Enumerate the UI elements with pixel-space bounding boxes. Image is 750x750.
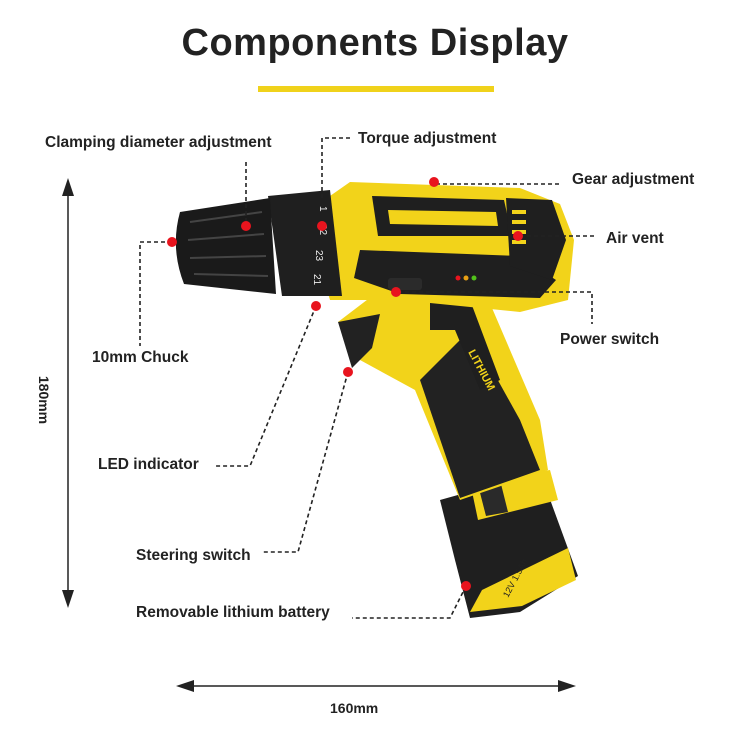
torque-marker bbox=[317, 221, 327, 231]
svg-text:1: 1 bbox=[317, 206, 328, 212]
width-dimension-label: 160mm bbox=[330, 700, 379, 716]
battery-label: Removable lithium battery bbox=[136, 604, 330, 621]
steering-marker bbox=[343, 367, 353, 377]
clamping-marker bbox=[241, 221, 251, 231]
led-label: LED indicator bbox=[98, 456, 199, 473]
marker-dots bbox=[167, 177, 523, 591]
power-marker bbox=[391, 287, 401, 297]
gear-label: Gear adjustment bbox=[572, 171, 695, 188]
chuck-label: 10mm Chuck bbox=[92, 349, 189, 366]
airvent-marker bbox=[513, 231, 523, 241]
clamping-label: Clamping diameter adjustment bbox=[45, 134, 272, 151]
led-marker bbox=[311, 301, 321, 311]
svg-text:21: 21 bbox=[311, 274, 322, 286]
power-label: Power switch bbox=[560, 331, 660, 348]
chuck-marker bbox=[167, 237, 177, 247]
page-title: Components Display bbox=[181, 22, 569, 64]
title-underline bbox=[258, 86, 494, 92]
drill-body: 12V 1.5Ah LITHIUM 1 22 23 21 bbox=[175, 182, 578, 618]
height-dimension-label: 180mm bbox=[36, 375, 53, 425]
airvent-label: Air vent bbox=[606, 230, 664, 247]
torque-label: Torque adjustment bbox=[358, 130, 497, 147]
height-dimension-line bbox=[62, 178, 74, 608]
svg-text:23: 23 bbox=[313, 250, 324, 262]
gear-marker bbox=[429, 177, 439, 187]
battery-marker bbox=[461, 581, 471, 591]
leader-lines bbox=[139, 137, 596, 619]
width-dimension-line bbox=[176, 680, 576, 692]
steering-label: Steering switch bbox=[136, 547, 251, 564]
